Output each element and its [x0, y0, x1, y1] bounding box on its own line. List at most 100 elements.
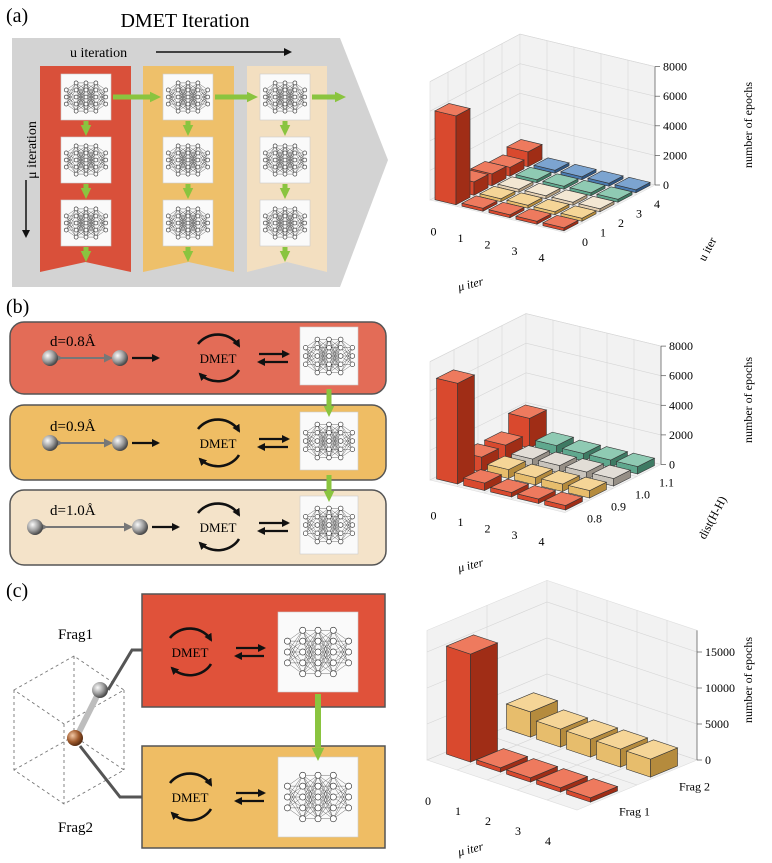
x-tick-label: 3 — [512, 528, 518, 542]
b-network-box-1 — [299, 411, 359, 471]
atom-left — [27, 519, 43, 535]
frag2-label: Frag2 — [58, 820, 93, 836]
cycle-arc-top — [168, 772, 213, 787]
exchange-arrows — [257, 519, 290, 535]
cycle-arc-top — [196, 418, 241, 433]
bar-2-1 — [506, 192, 543, 209]
dmet-cycle: DMET — [196, 502, 241, 552]
bar-side — [455, 108, 471, 206]
bar-top — [505, 692, 559, 713]
bar-top — [615, 452, 656, 467]
mu-arrow-0-1 — [80, 184, 92, 199]
frag2-connector — [78, 745, 142, 799]
bar-top — [564, 458, 605, 473]
bar-top — [591, 464, 632, 479]
bar-top — [513, 463, 554, 478]
dmet-label: DMET — [172, 645, 209, 660]
y-axis-label: dist(H-H) — [695, 494, 729, 542]
row-box-10 — [9, 489, 387, 566]
z-tick-label: 0 — [705, 753, 711, 767]
bar-4-0 — [543, 491, 584, 511]
dmet-label: DMET — [200, 436, 237, 451]
x-tick-label: 4 — [539, 250, 545, 264]
z-tick-label: 5000 — [705, 717, 729, 731]
bar-2-3 — [561, 439, 602, 462]
network-box-0-0 — [60, 73, 112, 121]
z-axis-label: number of epochs — [741, 357, 755, 443]
cycle-arc-bottom — [198, 369, 241, 383]
mu-arrow-1-0 — [182, 121, 194, 136]
bar-top — [540, 470, 581, 485]
y-tick-label: 1 — [600, 225, 606, 239]
bar-top — [515, 166, 552, 181]
bar-4-2 — [578, 195, 615, 213]
bar-top — [535, 709, 589, 730]
exchange-arrows — [257, 350, 290, 366]
bar-3-0 — [516, 485, 557, 504]
u-arrow-2 — [312, 91, 346, 103]
z-tick-label: 8000 — [663, 60, 687, 74]
cycle-arc-top — [196, 502, 241, 517]
y-tick-label: 0.9 — [611, 500, 626, 514]
mu-arrow-2-0 — [279, 121, 291, 136]
green-arrows-a — [80, 91, 346, 262]
y-tick-label: 1.1 — [659, 476, 674, 490]
network-box-1-1 — [162, 136, 214, 184]
y-tick-label: 3 — [636, 206, 642, 220]
z-tick-label: 4000 — [669, 398, 693, 412]
dmet-label: DMET — [200, 351, 237, 366]
exchange-arrows — [257, 435, 290, 451]
z-axis-label: number of epochs — [741, 82, 755, 168]
x-tick-label: 2 — [485, 814, 491, 828]
bar-4-0 — [565, 778, 619, 803]
network-box-1-2 — [162, 199, 214, 247]
bar-top — [470, 161, 507, 175]
panel-b-letter: (b) — [6, 296, 29, 318]
z-tick-label: 4000 — [663, 119, 687, 133]
atom-brown — [67, 730, 83, 746]
atom-left — [42, 350, 58, 366]
u-iteration-label: u iteration — [70, 46, 127, 61]
cycle-arc-top — [168, 627, 213, 642]
bar-2-0 — [488, 201, 525, 219]
bar-0-0 — [434, 103, 471, 206]
panel-a: (a) DMET Iteration u iteration μ iterati… — [6, 5, 388, 287]
dmet-cycle: DMET — [168, 772, 213, 822]
y-tick-label: 0 — [582, 235, 588, 249]
mu-arrow-0-2 — [80, 247, 92, 262]
network-box-2-2 — [259, 199, 311, 247]
u-arrow-0 — [113, 91, 161, 103]
x-tick-label: 2 — [485, 521, 491, 535]
x-axis-label: μ iter — [455, 274, 485, 294]
bar-2-2 — [524, 182, 561, 200]
c-green-arrow — [311, 694, 325, 761]
z-gridline — [426, 601, 698, 653]
bar-front — [434, 110, 457, 206]
distance-label-08: d=0.8Å — [50, 334, 96, 350]
bar-top — [524, 182, 561, 197]
bar-1-0 — [461, 195, 498, 212]
y-tick-label: 0.8 — [587, 512, 602, 526]
bar-top — [534, 431, 575, 446]
dmet-rows-c: DMET DMET — [168, 611, 359, 838]
x-tick-label: 1 — [455, 804, 461, 818]
bar-top — [445, 634, 499, 655]
atom-grey — [92, 682, 108, 698]
bar-top — [595, 729, 649, 750]
distance-label-10: d=1.0Å — [50, 503, 96, 519]
exchange-arrows — [234, 644, 266, 660]
mu-arrow-1-2 — [182, 247, 194, 262]
bar-4-1 — [625, 739, 679, 778]
bar-top — [506, 192, 543, 206]
b-network-box-0 — [299, 326, 359, 386]
bar-top — [507, 404, 548, 419]
x-axis-label: μ iter — [455, 555, 485, 575]
b-row-1: DMET — [42, 411, 359, 471]
network-box-0-2 — [60, 199, 112, 247]
network-boxes-a — [60, 73, 311, 247]
x-tick-label: 4 — [545, 834, 551, 848]
